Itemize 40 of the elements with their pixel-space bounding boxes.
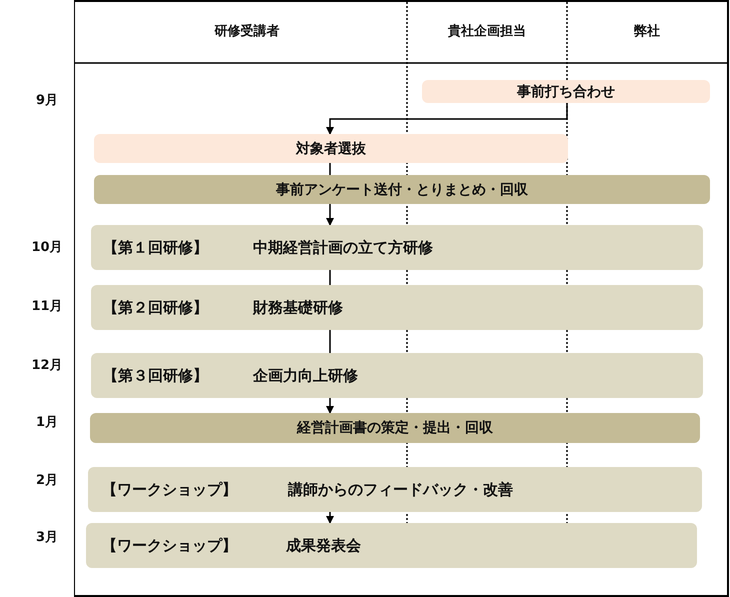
session-number: 【第３回研修】 [103,366,208,385]
session-number: 【第２回研修】 [103,298,208,317]
session-box [91,353,703,398]
lane-header: 研修受講者 [214,22,280,40]
month-label: 11月 [31,298,63,315]
session-number: 【第１回研修】 [103,238,208,257]
lane-header: 貴社企画担当 [448,22,526,40]
month-label: 3月 [36,529,58,546]
step-label: 事前打ち合わせ [517,82,615,100]
session-box [91,285,703,330]
step-label: 事前アンケート送付・とりまとめ・回収 [276,180,528,198]
step-bar [94,175,710,204]
step-label: 対象者選抜 [296,140,366,158]
session-title: 財務基礎研修 [253,298,343,317]
arrow [326,204,334,226]
month-label: 1月 [36,414,58,431]
session-box [91,225,703,270]
connector-line [329,163,331,175]
step-box [94,134,568,163]
step-bar [90,413,700,443]
step-label: 経営計画書の策定・提出・回収 [297,419,493,437]
arrow [326,512,334,524]
session-number: 【ワークショップ】 [102,480,237,499]
arrow [326,103,568,135]
connector-line [329,270,331,285]
month-label: 9月 [36,92,58,109]
arrow [326,398,334,414]
session-box [88,467,702,512]
session-number: 【ワークショップ】 [102,536,237,555]
month-label: 2月 [36,472,58,489]
connector-line [329,330,331,353]
session-box [86,523,697,568]
month-label: 10月 [31,239,63,256]
lane-header: 弊社 [634,23,660,40]
step-box [422,80,710,103]
session-title: 講師からのフィードバック・改善 [288,480,513,499]
month-label: 12月 [31,357,63,374]
session-title: 企画力向上研修 [253,366,358,385]
session-title: 成果発表会 [286,536,361,555]
session-title: 中期経営計画の立て方研修 [253,238,433,257]
